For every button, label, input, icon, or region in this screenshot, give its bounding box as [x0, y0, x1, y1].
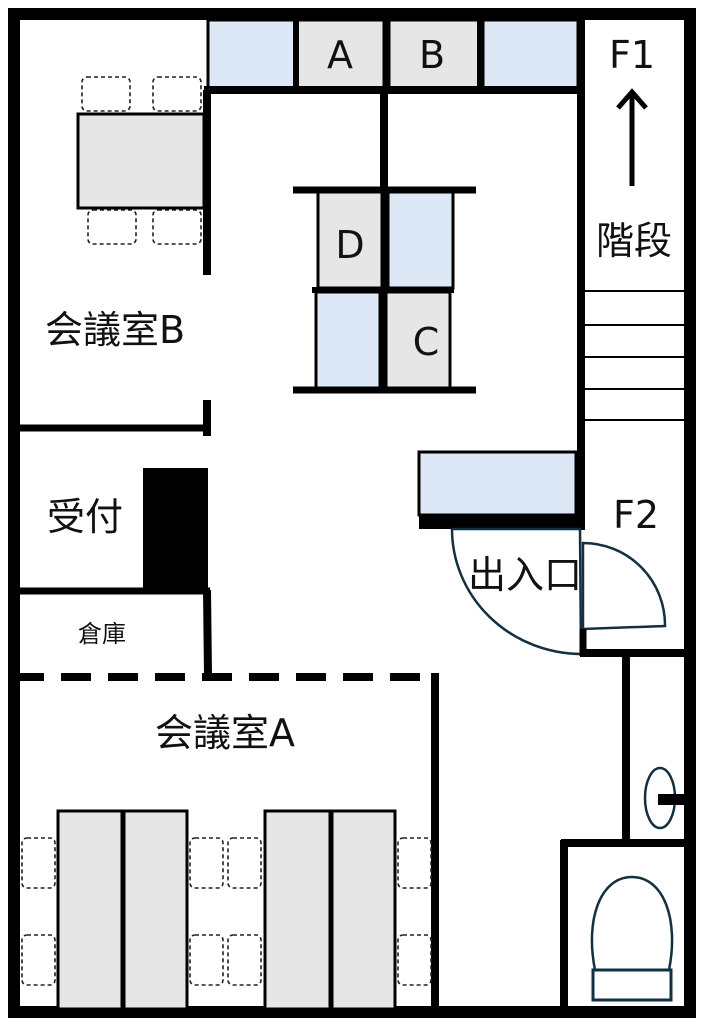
storage-label: 倉庫: [78, 620, 126, 648]
chair: [87, 209, 137, 245]
meeting-table: [76, 112, 206, 210]
booth-blue-1[interactable]: [206, 18, 298, 90]
top-booth-row: A B: [204, 18, 582, 94]
meeting-table: [122, 809, 189, 1011]
reception-label: 受付: [47, 495, 123, 539]
sink-icon: [643, 766, 688, 830]
meeting-table: [330, 809, 397, 1011]
booth-blue-3[interactable]: [386, 190, 455, 290]
stairs: F1 階段: [577, 14, 688, 530]
entrance-label: 出入口: [468, 553, 582, 597]
floor-f1-label: F1: [609, 33, 655, 77]
chair: [152, 76, 202, 112]
booth-blue-4[interactable]: [314, 290, 382, 390]
stairs-label: 階段: [596, 219, 672, 263]
arrow-up-icon: [616, 88, 648, 186]
meeting-room-b: 会議室B: [14, 76, 211, 436]
reception: 受付: [14, 468, 210, 595]
storage: 倉庫: [78, 589, 212, 677]
booth-d[interactable]: [316, 190, 384, 290]
booth-d-label: D: [335, 223, 364, 267]
floor-f2-label: F2: [613, 493, 659, 537]
reception-counter: [143, 468, 208, 590]
booth-a-label: A: [327, 33, 353, 77]
meeting-room-b-label: 会議室B: [45, 308, 185, 352]
entrance: F2 出入口: [417, 450, 690, 657]
toilet-icon: [590, 875, 674, 1002]
restroom: [560, 653, 690, 1012]
entrance-door[interactable]: [450, 527, 667, 656]
meeting-table: [263, 809, 332, 1011]
chair: [152, 209, 202, 245]
booth-blue-2[interactable]: [481, 18, 580, 90]
chair: [81, 76, 131, 112]
meeting-room-a-label: 会議室A: [155, 711, 295, 755]
entrance-booth[interactable]: [417, 450, 578, 517]
chairs: [21, 837, 432, 986]
center-booths: D C: [293, 90, 476, 394]
meeting-room-a: 会議室A: [14, 673, 439, 1012]
booth-c-label: C: [413, 320, 440, 364]
meeting-table: [56, 809, 124, 1011]
outer-wall: [8, 8, 696, 1018]
booth-b-label: B: [419, 33, 445, 77]
